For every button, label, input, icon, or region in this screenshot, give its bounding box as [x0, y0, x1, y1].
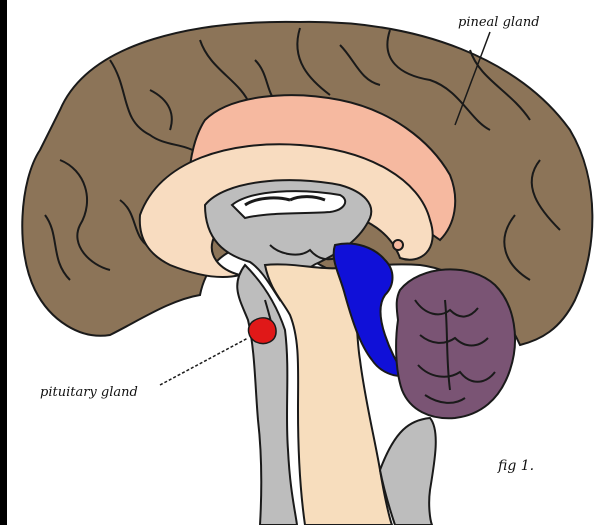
pituitary-leader — [160, 338, 248, 385]
cerebellum — [396, 269, 515, 418]
pineal-gland — [393, 240, 403, 250]
pituitary-gland — [249, 318, 277, 344]
pineal-label: pineal gland — [458, 15, 540, 30]
figure-label: fig 1. — [497, 458, 534, 474]
pituitary-label: pituitary gland — [40, 385, 138, 400]
